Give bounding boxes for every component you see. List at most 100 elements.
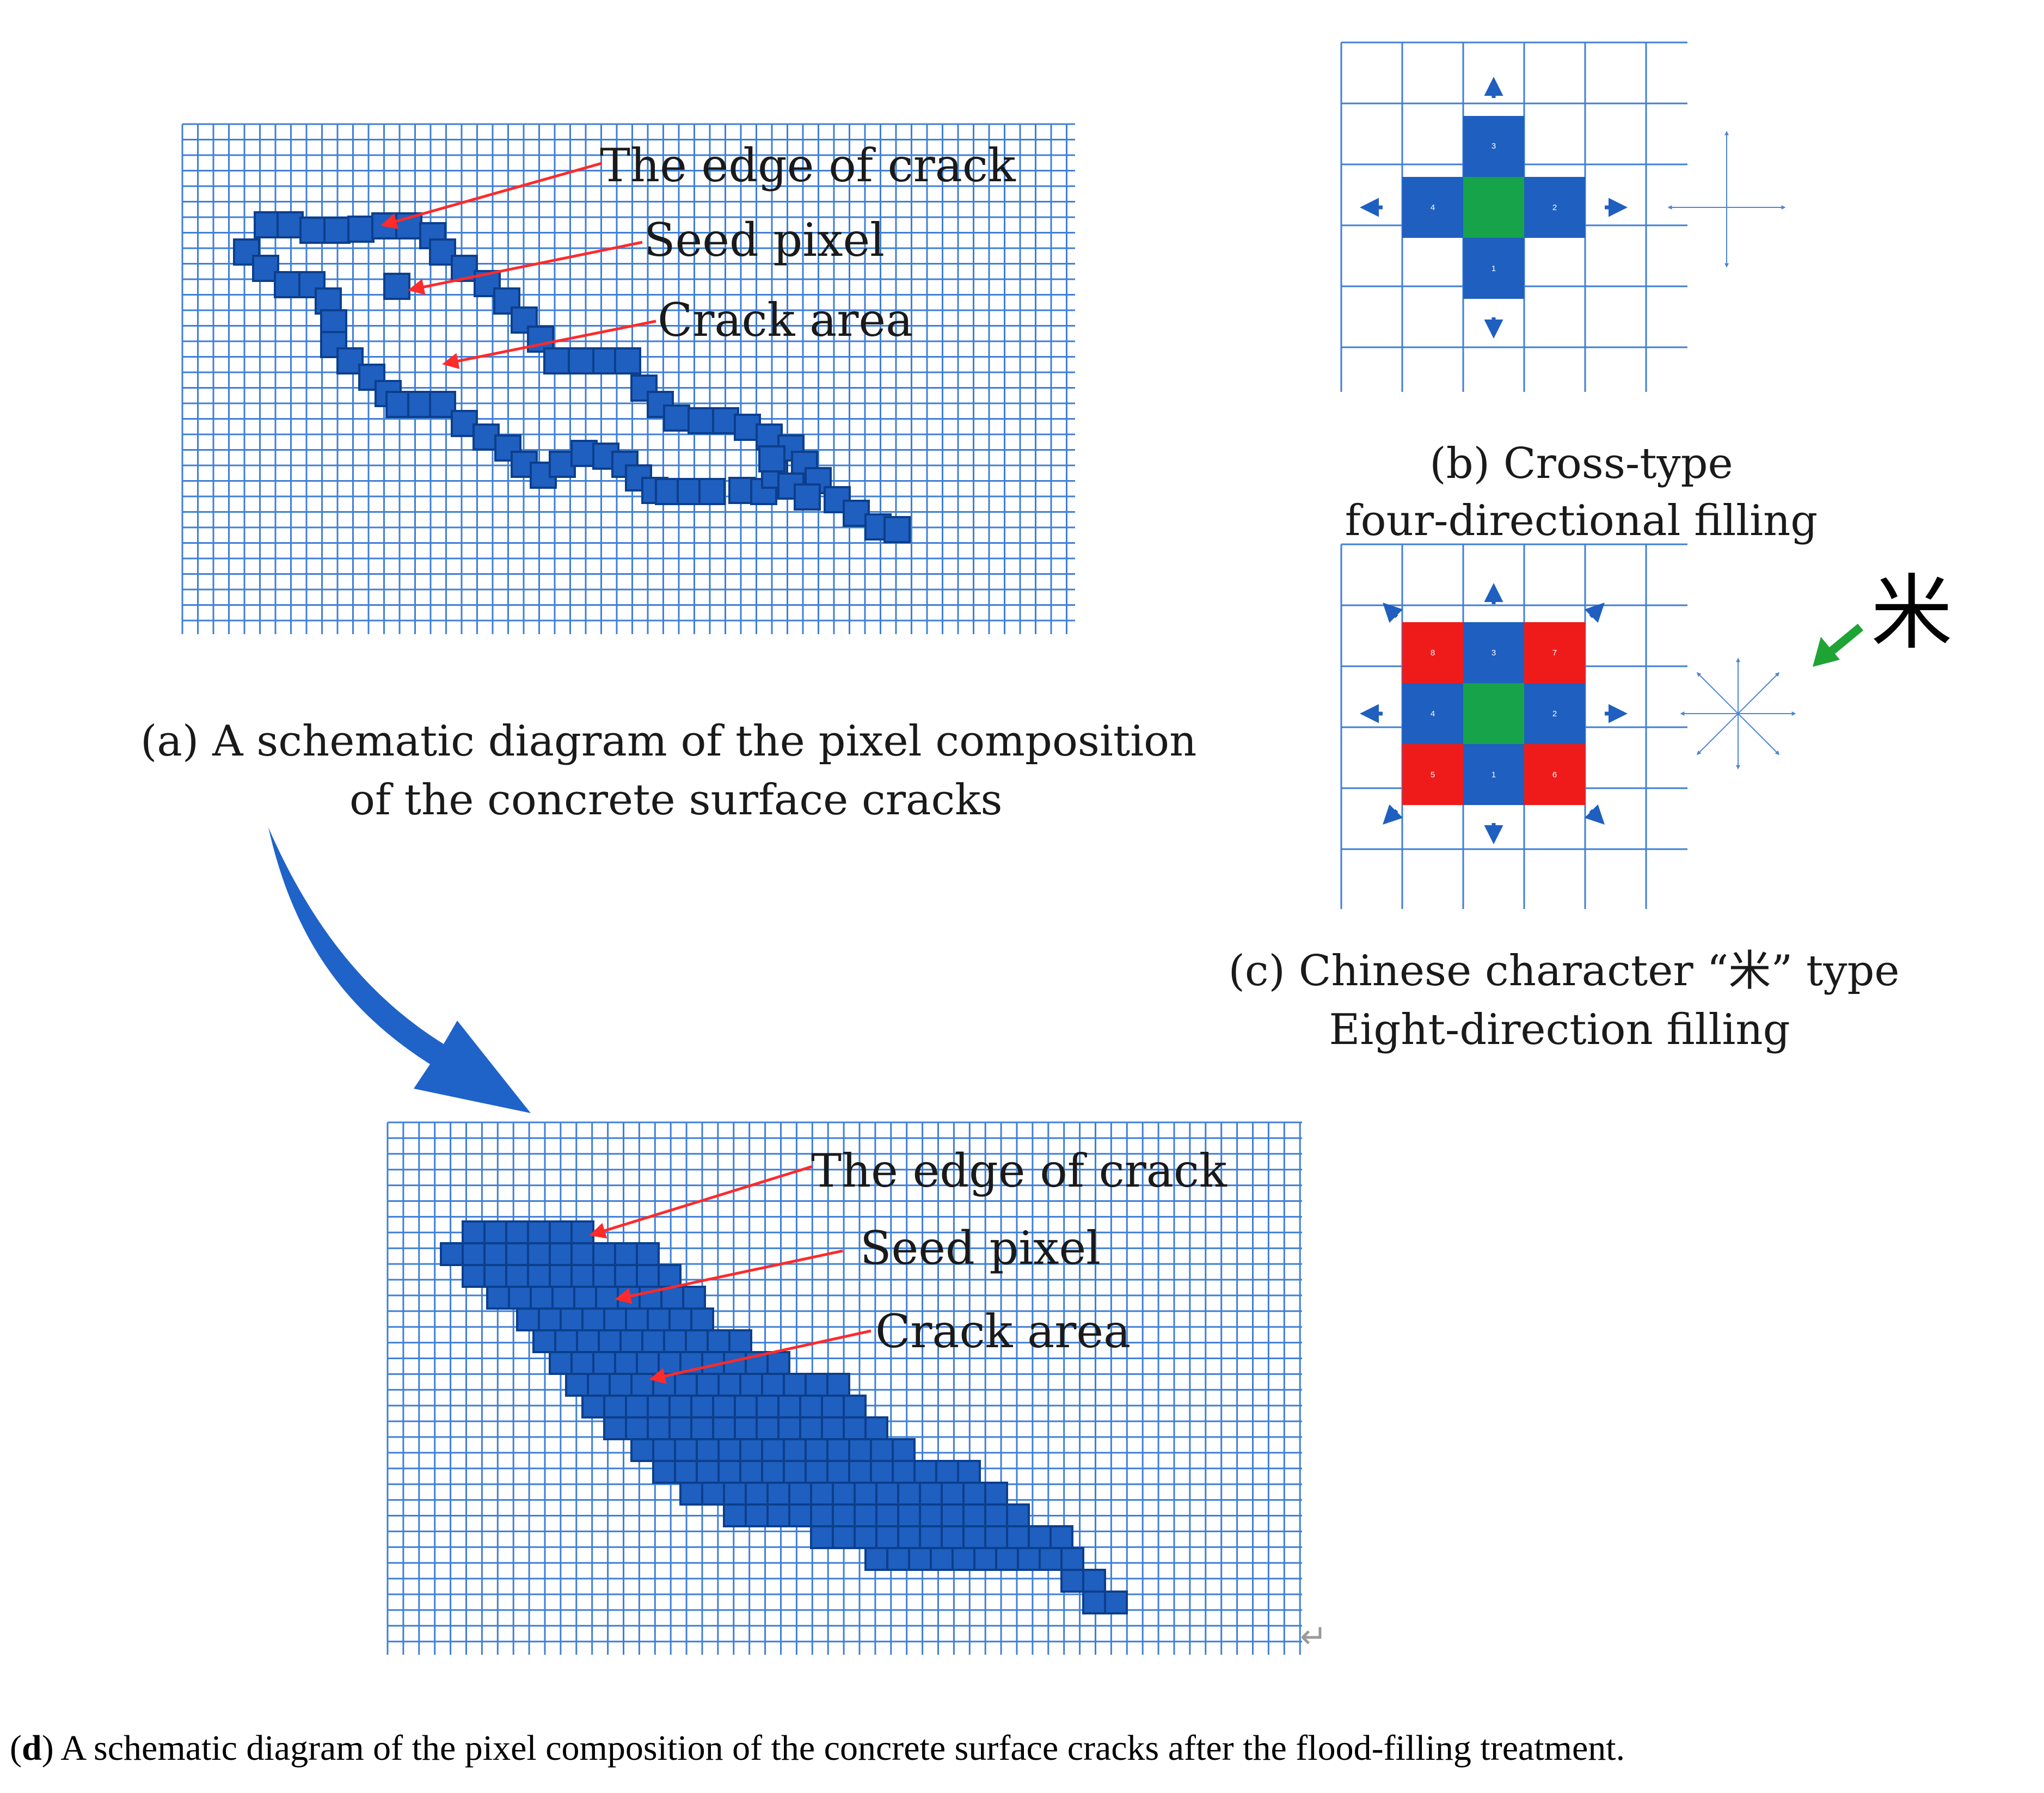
filled-crack-pixel — [538, 1307, 562, 1331]
crack-edge-pixel — [663, 404, 690, 432]
filled-crack-pixel — [973, 1547, 997, 1571]
filled-crack-pixel — [462, 1264, 486, 1288]
filled-crack-pixel — [984, 1503, 1008, 1527]
crack-edge-pixel — [511, 451, 538, 478]
filled-crack-pixel — [919, 1525, 943, 1549]
panel-c-num-3: 3 — [1491, 648, 1496, 658]
filled-crack-pixel — [930, 1547, 954, 1571]
filled-crack-pixel — [717, 1373, 741, 1397]
filled-crack-pixel — [570, 1264, 594, 1288]
panel-a-caption-line2: of the concrete surface cracks — [349, 776, 1002, 825]
filled-crack-pixel — [682, 1286, 706, 1310]
filled-crack-pixel — [870, 1460, 894, 1484]
filled-crack-pixel — [462, 1242, 486, 1266]
filled-crack-pixel — [1060, 1547, 1084, 1571]
panel-c-cell-5 — [1402, 744, 1463, 805]
panel-d-caption-bold: d — [22, 1728, 42, 1768]
filled-crack-pixel — [788, 1482, 812, 1506]
filled-crack-pixel — [619, 1329, 643, 1353]
filled-crack-pixel — [1039, 1547, 1063, 1571]
filled-crack-pixel — [560, 1307, 584, 1331]
crack-edge-pixel — [323, 217, 351, 244]
filled-crack-pixel — [614, 1351, 638, 1375]
crack-edge-pixel — [614, 347, 641, 374]
panel-c-caption-line1: (c) Chinese character “米” type — [1228, 947, 1899, 996]
filled-crack-pixel — [636, 1351, 660, 1375]
filled-crack-pixel — [527, 1242, 551, 1266]
filled-crack-pixel — [728, 1329, 752, 1353]
filled-crack-pixel — [609, 1373, 633, 1397]
filled-crack-pixel — [848, 1438, 872, 1462]
filled-crack-pixel — [462, 1220, 486, 1244]
filled-crack-pixel — [843, 1395, 867, 1419]
filled-crack-pixel — [897, 1503, 921, 1527]
filled-crack-pixel — [854, 1482, 877, 1506]
filled-crack-pixel — [1082, 1591, 1106, 1614]
filled-crack-pixel — [570, 1220, 594, 1244]
crack-edge-pixel — [277, 211, 304, 238]
filled-crack-pixel — [603, 1395, 627, 1419]
filled-crack-pixel — [826, 1460, 850, 1484]
filled-crack-pixel — [663, 1329, 687, 1353]
panel-b-num-1: 1 — [1491, 264, 1496, 273]
panel-c-num-2: 2 — [1552, 709, 1557, 719]
panel-c-cell-1 — [1463, 744, 1524, 805]
filled-crack-pixel — [674, 1460, 698, 1484]
filled-crack-pixel — [892, 1460, 916, 1484]
filled-crack-pixel — [843, 1416, 867, 1440]
panel-c-cell-7 — [1524, 622, 1585, 683]
filled-crack-pixel — [690, 1416, 714, 1440]
filled-crack-pixel — [486, 1286, 510, 1310]
filled-crack-pixel — [875, 1525, 899, 1549]
filled-crack-pixel — [483, 1242, 507, 1266]
filled-crack-pixel — [505, 1242, 529, 1266]
filled-crack-pixel — [549, 1242, 573, 1266]
filled-crack-pixel — [652, 1438, 676, 1462]
panel-c-cell-4 — [1402, 683, 1463, 744]
filled-crack-pixel — [854, 1503, 877, 1527]
filled-crack-pixel — [788, 1503, 812, 1527]
filled-crack-pixel — [630, 1373, 654, 1397]
filled-crack-pixel — [957, 1460, 981, 1484]
filled-crack-pixel — [854, 1525, 877, 1549]
filled-crack-pixel — [717, 1438, 741, 1462]
filled-crack-pixel — [674, 1438, 698, 1462]
panel-d-label-seed: Seed pixel — [860, 1221, 1101, 1275]
filled-crack-pixel — [756, 1416, 779, 1440]
filled-crack-pixel — [707, 1329, 731, 1353]
filled-crack-pixel — [603, 1416, 627, 1440]
filled-crack-pixel — [897, 1482, 921, 1506]
filled-crack-pixel — [919, 1503, 943, 1527]
filled-crack-pixel — [805, 1460, 828, 1484]
filled-crack-pixel — [875, 1503, 899, 1527]
panel-b-num-3: 3 — [1491, 142, 1496, 151]
filled-crack-pixel — [636, 1264, 660, 1288]
filled-crack-pixel — [554, 1329, 578, 1353]
filled-crack-pixel — [587, 1373, 611, 1397]
panel-a-label-seed: Seed pixel — [644, 213, 885, 267]
filled-crack-pixel — [913, 1460, 937, 1484]
panel-c-num-7: 7 — [1552, 648, 1557, 658]
transition-arrow — [268, 827, 531, 1113]
filled-crack-pixel — [745, 1482, 769, 1506]
filled-crack-pixel — [1104, 1591, 1128, 1614]
panel-b-num-4: 4 — [1431, 203, 1435, 212]
panel-b-cell-4 — [1402, 177, 1463, 238]
filled-crack-pixel — [777, 1395, 801, 1419]
crack-edge-pixel — [233, 238, 260, 266]
filled-crack-pixel — [696, 1460, 720, 1484]
filled-crack-pixel — [717, 1460, 741, 1484]
filled-crack-pixel — [598, 1329, 622, 1353]
filled-crack-pixel — [870, 1438, 894, 1462]
filled-crack-pixel — [962, 1503, 986, 1527]
filled-crack-pixel — [832, 1525, 856, 1549]
filled-crack-pixel — [864, 1547, 888, 1571]
filled-crack-pixel — [647, 1307, 671, 1331]
panel-c-star-icon — [1680, 658, 1796, 770]
crack-edge-pixel — [347, 216, 375, 243]
filled-crack-pixel — [826, 1438, 850, 1462]
filled-crack-pixel — [1028, 1525, 1052, 1549]
filled-crack-pixel — [551, 1286, 575, 1310]
filled-crack-pixel — [565, 1373, 589, 1397]
panel-c-num-8: 8 — [1431, 648, 1435, 658]
